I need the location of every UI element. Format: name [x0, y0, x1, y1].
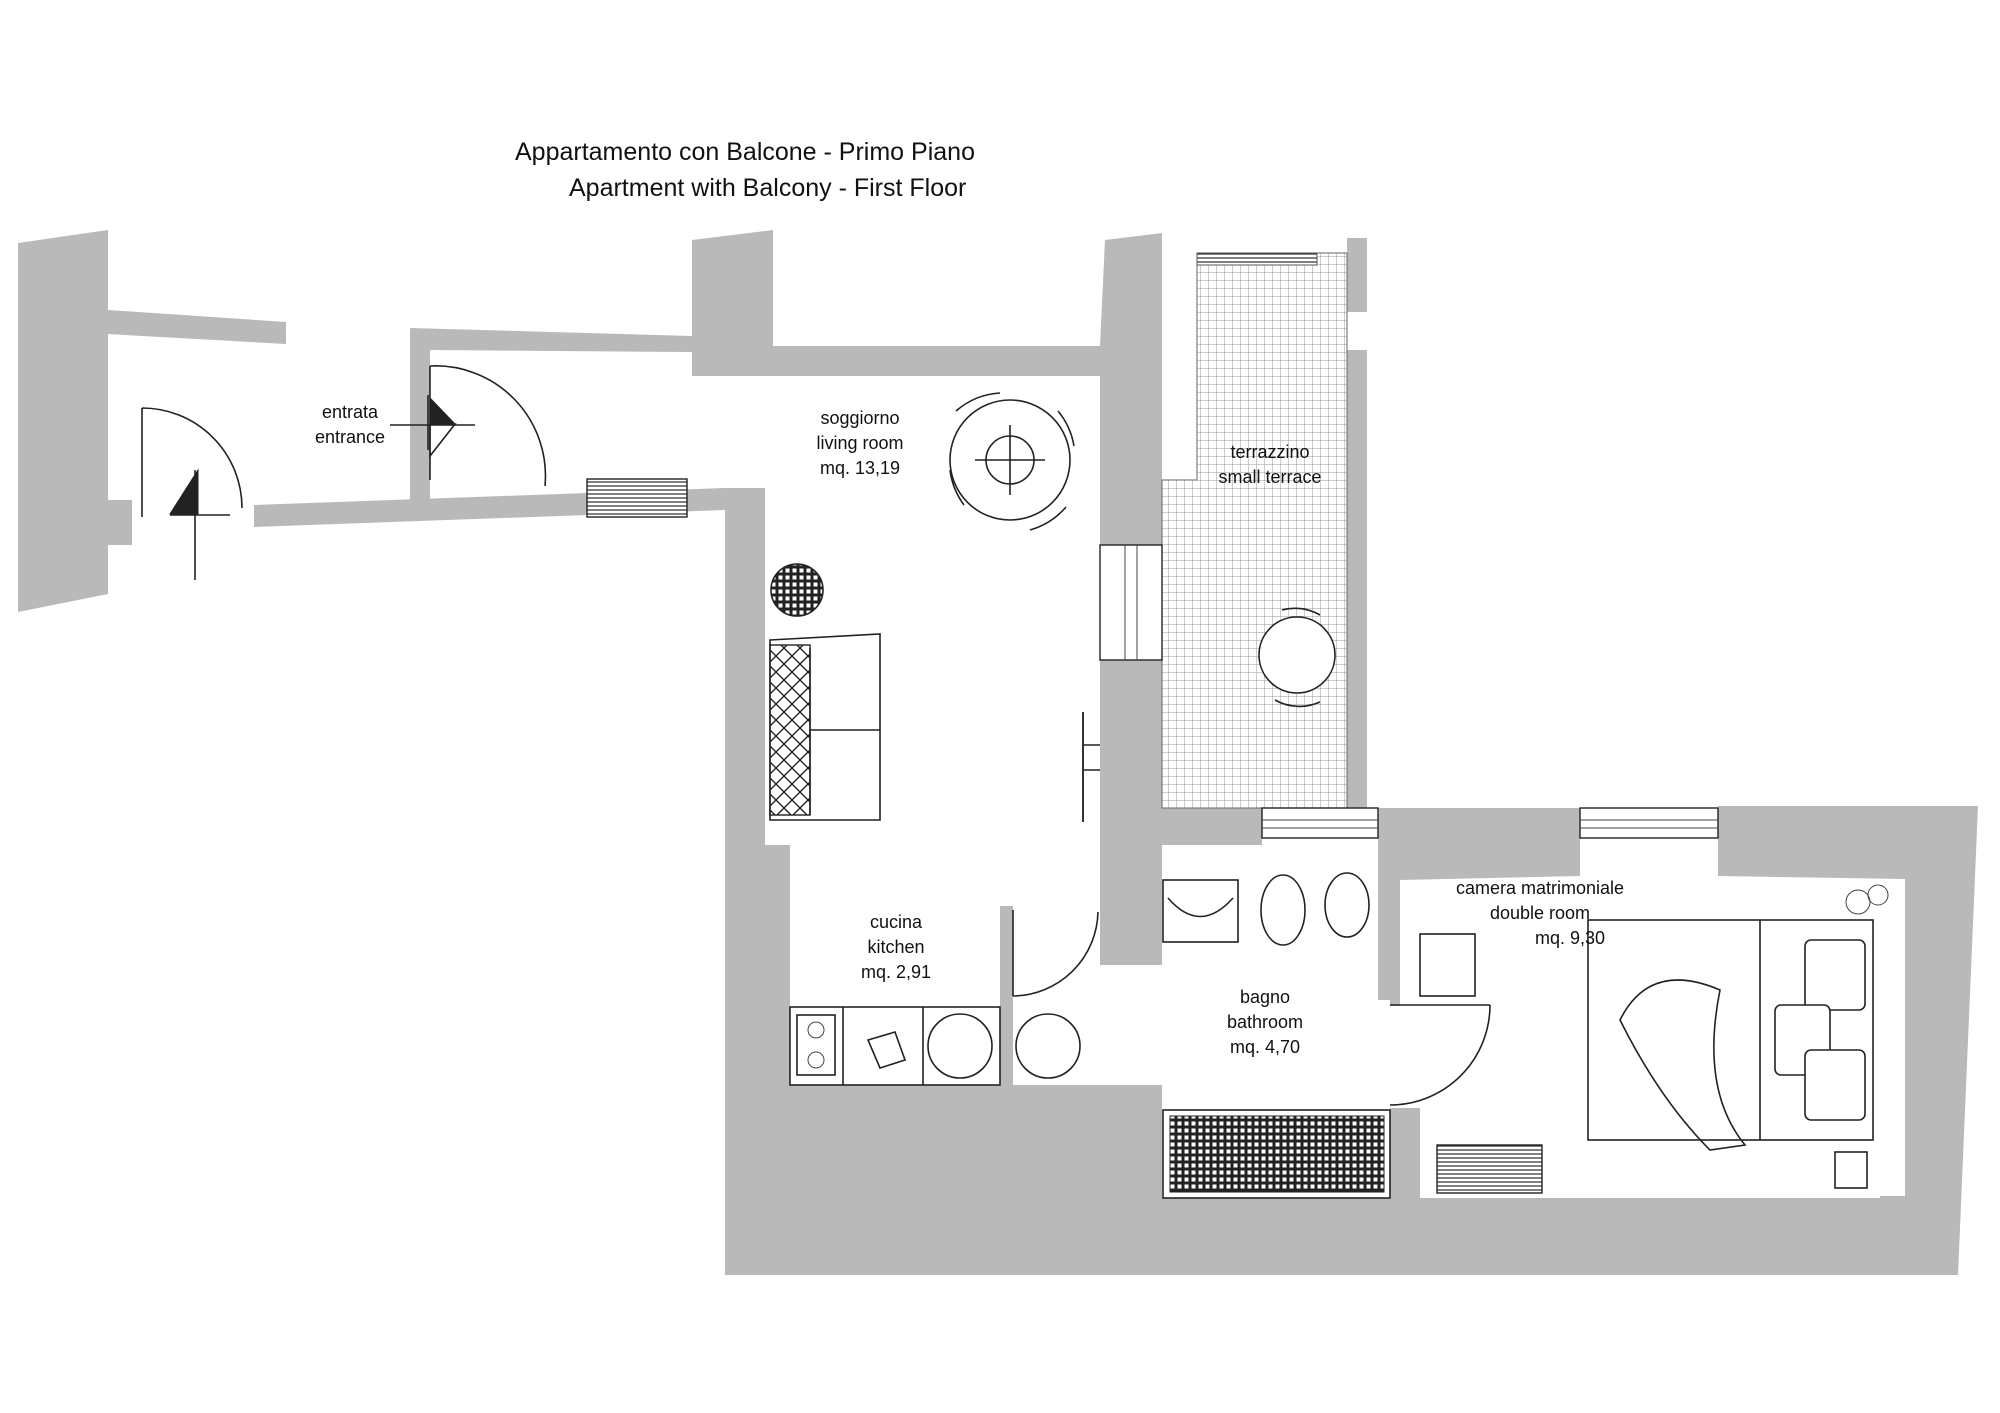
- living-room-label: soggiorno living room mq. 13,19: [800, 406, 920, 481]
- terrace-label: terrazzino small terrace: [1205, 440, 1335, 490]
- wall-left-block: [18, 230, 132, 612]
- wall-living-top: [692, 230, 1105, 376]
- entrance-label-it: entrata: [321, 402, 379, 422]
- wall-kitchen-partition: [1000, 906, 1013, 1085]
- kitchen-label-it: cucina: [869, 912, 923, 932]
- sink-icon: [866, 1031, 907, 1069]
- bedroom-label: camera matrimoniale double room mq. 9,30: [1440, 876, 1640, 951]
- kitchen-area: mq. 2,91: [860, 962, 932, 982]
- window-bedroom: [1579, 807, 1719, 839]
- bed-blanket: [1619, 979, 1747, 1151]
- wall-terrace-right: [1322, 238, 1367, 808]
- bathroom-fixtures: [1162, 872, 1391, 1199]
- terrace-label-it: terrazzino: [1230, 442, 1310, 462]
- washbasin: [1162, 879, 1239, 943]
- kitchen-label: cucina kitchen mq. 2,91: [846, 910, 946, 985]
- window-bathroom: [1261, 807, 1379, 839]
- wall-bed-top-right: [1718, 806, 1978, 1275]
- terrace-label-en: small terrace: [1218, 467, 1322, 487]
- wall-bed-top-left: [1378, 808, 1580, 880]
- entrance-door-left: [141, 407, 243, 517]
- terrace-rail: [1196, 252, 1318, 266]
- terrace-furniture: [1258, 607, 1336, 708]
- bedroom-furniture: [1419, 884, 1889, 1189]
- kitchen-door: [1012, 910, 1099, 997]
- windows: [1099, 544, 1719, 839]
- window-living-terrace: [1099, 544, 1163, 661]
- wall-pillar-top: [1100, 233, 1162, 480]
- plant-icon: [1845, 889, 1871, 915]
- bathroom-area: mq. 4,70: [1229, 1037, 1301, 1057]
- terrace-floor: [1161, 252, 1348, 809]
- bedroom-label-en: double room: [1489, 903, 1591, 923]
- nightstand-right: [1834, 1151, 1868, 1189]
- bathroom-label-it: bagno: [1239, 987, 1291, 1007]
- entrance-label-en: entrance: [314, 427, 386, 447]
- toilet: [1324, 872, 1370, 938]
- nightstand-left: [1419, 933, 1476, 997]
- armchair: [770, 563, 824, 617]
- plan-title-en: Apartment with Balcony - First Floor: [569, 174, 967, 202]
- washer-icon: [927, 1013, 993, 1079]
- wall-living-right: [1100, 660, 1162, 965]
- wall-bottom-slab: [725, 1000, 1958, 1275]
- terrace-table: [1258, 616, 1336, 694]
- stove-icon: [796, 1014, 836, 1076]
- corridor-door: [429, 365, 547, 487]
- wall-terrace-pillar: [1100, 480, 1162, 545]
- living-room-label-it: soggiorno: [820, 408, 900, 428]
- wall-corridor-top-right: [410, 328, 692, 492]
- wall-corridor-top-left: [108, 310, 286, 344]
- wall-corridor-door-jamb: [410, 488, 430, 512]
- bin-icon: [1015, 1013, 1081, 1079]
- bathroom-label-en: bathroom: [1226, 1012, 1304, 1032]
- radiator-corridor: [586, 478, 688, 518]
- bidet: [1260, 874, 1306, 946]
- bathroom-label: bagno bathroom mq. 4,70: [1210, 985, 1320, 1060]
- plan-title-it: Appartamento con Balcone - Primo Piano: [515, 138, 975, 166]
- radiator-bedroom: [1436, 1144, 1543, 1194]
- kitchen-label-en: kitchen: [867, 937, 925, 957]
- bedroom-label-it: camera matrimoniale: [1455, 878, 1625, 898]
- kitchen-units: [789, 1006, 1081, 1086]
- wall-bath-top-left: [1162, 808, 1262, 845]
- entrance-arrows: [169, 395, 475, 580]
- living-room-area: mq. 13,19: [819, 458, 901, 478]
- wall-living-left: [725, 488, 790, 1000]
- bathroom-door: [1389, 1004, 1491, 1106]
- entrance-label: entrata entrance: [300, 400, 400, 450]
- living-room-label-en: living room: [816, 433, 904, 453]
- bedroom-area: mq. 9,30: [1534, 928, 1606, 948]
- living-room-furniture: [769, 392, 1100, 822]
- walls: [18, 230, 1978, 1275]
